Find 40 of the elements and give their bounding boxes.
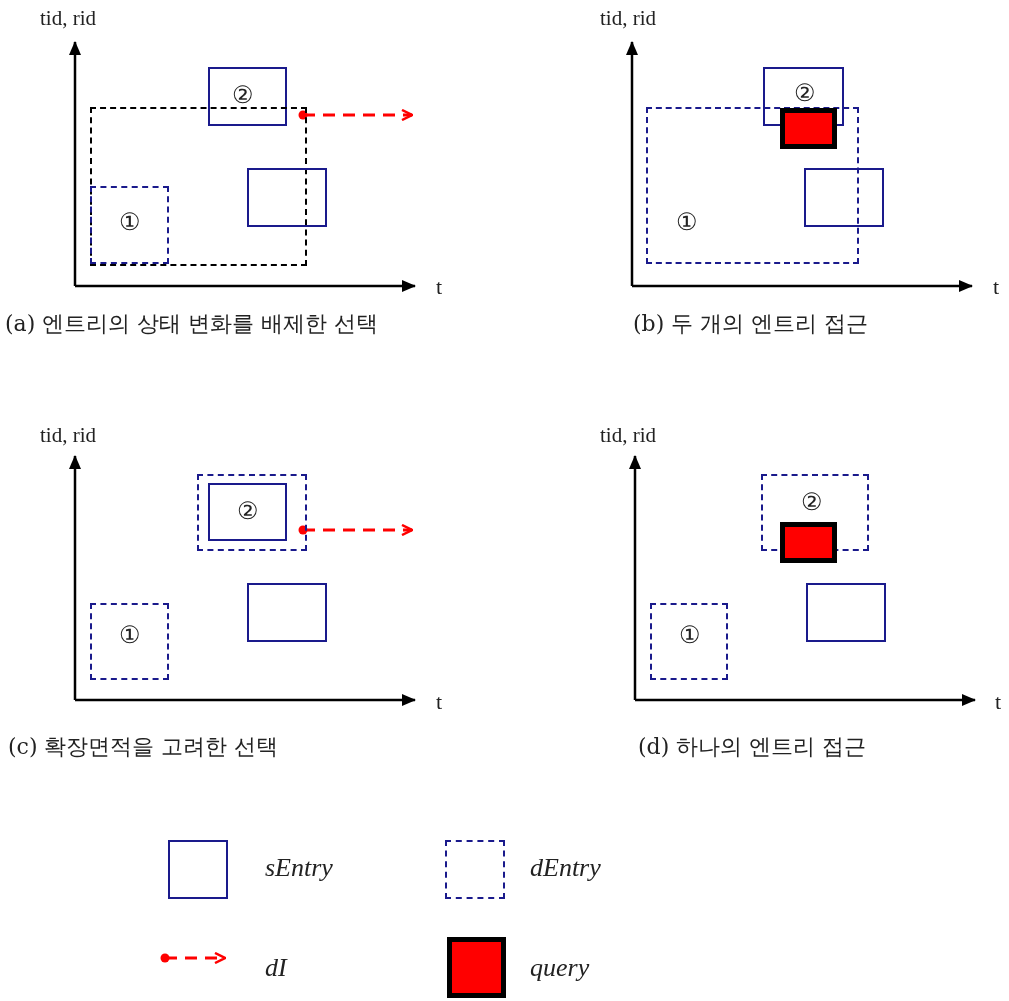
entry-box [90,603,169,680]
entry-box [646,107,859,264]
circled-number: ① [119,622,141,648]
axis-label: t [436,274,443,300]
entry-box [247,583,327,642]
circled-number: ① [679,622,701,648]
query-box [780,108,837,149]
entry-box [197,474,307,551]
axis-label: tid, rid [600,5,656,31]
arrow [298,523,414,537]
axis-label: t [436,689,443,715]
axis-label: tid, rid [40,422,96,448]
legend-label: sEntry [265,853,333,883]
entry-box [247,168,327,227]
arrow [298,108,414,122]
circled-number: ① [676,209,698,235]
entry-box [806,583,886,642]
bounding-box [90,107,307,266]
axis-label: t [993,274,1000,300]
circled-number: ② [237,498,259,524]
circled-number: ② [801,489,823,515]
panel-caption: (a) 엔트리의 상태 변화를 배제한 선택 [5,311,379,337]
panel-caption: (d) 하나의 엔트리 접근 [638,734,867,760]
query-box [780,522,837,563]
entry-box [650,603,728,680]
circled-number: ② [232,82,254,108]
entry-box [208,67,287,126]
circled-number: ① [119,209,141,235]
panel-caption: (b) 두 개의 엔트리 접근 [633,311,869,337]
entry-box [804,168,884,227]
panel-caption: (c) 확장면적을 고려한 선택 [8,734,279,760]
axis-label: tid, rid [40,5,96,31]
axis-label: tid, rid [600,422,656,448]
legend-label: query [530,953,590,983]
entry-box [208,483,287,541]
entry-box [90,186,169,264]
legend-label: dEntry [530,853,601,883]
circled-number: ② [794,80,816,106]
legend-label: dI [265,953,287,983]
axis-label: t [995,689,1002,715]
